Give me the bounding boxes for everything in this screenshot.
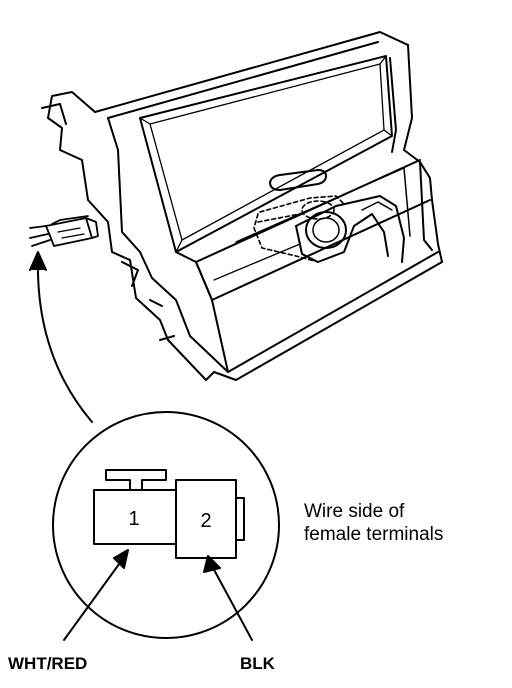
hidden-wiring	[253, 195, 345, 263]
terminal-1-number: 1	[128, 508, 139, 530]
wire-arrows	[63, 549, 253, 641]
connector-plug	[29, 215, 99, 247]
terminal-1-wire-label: WHT/RED	[8, 654, 88, 673]
connector-caption: Wire side of female terminals	[304, 500, 443, 546]
detail-arrow	[29, 251, 93, 423]
connector-face	[93, 469, 245, 559]
dashboard-housing	[41, 31, 443, 381]
terminal-2-number: 2	[200, 510, 211, 532]
detail-circle	[52, 411, 280, 639]
terminal-2-box	[175, 479, 237, 559]
caption-line-2: female terminals	[304, 524, 444, 545]
terminal-2-wire-label: BLK	[240, 654, 275, 673]
caption-line-1: Wire side of	[304, 501, 405, 522]
